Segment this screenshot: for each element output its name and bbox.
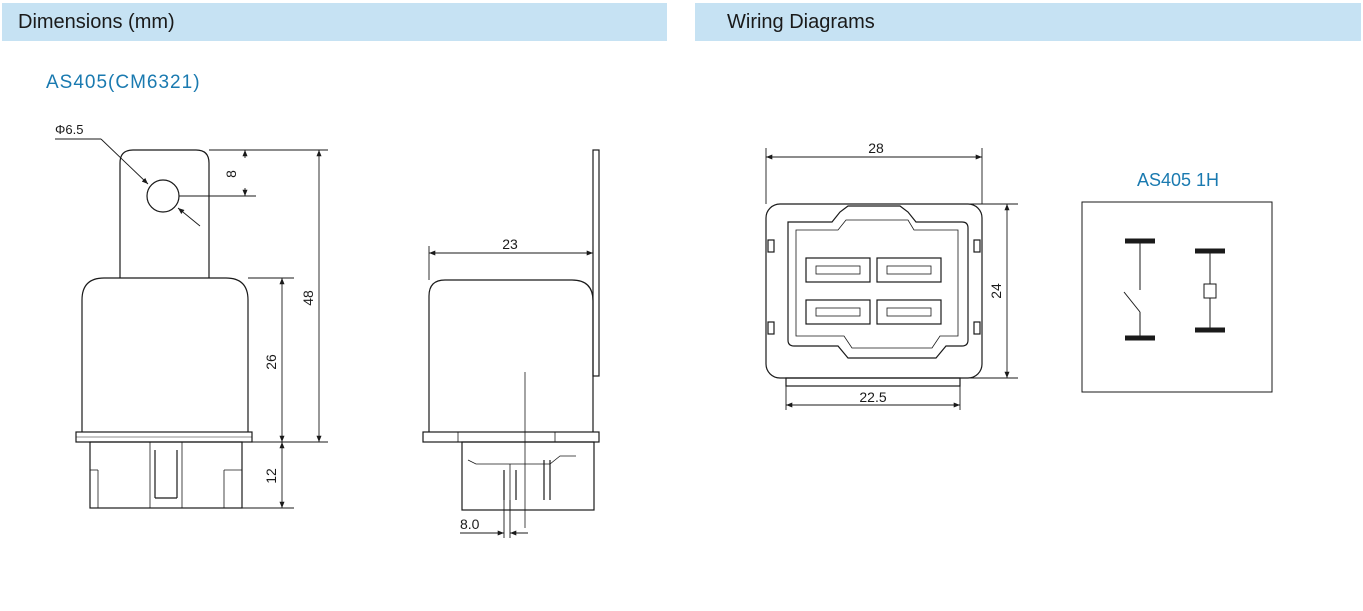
overall-height-label: 48 <box>300 290 316 306</box>
height-label: 24 <box>988 283 1004 299</box>
inner-width-label: 22.5 <box>859 389 886 405</box>
body-height-label: 26 <box>263 354 279 370</box>
side-dimensions <box>428 246 594 538</box>
schematic-title: AS405 1H <box>1137 170 1219 190</box>
side-depth-label: 23 <box>502 236 518 252</box>
wiring-diagrams-header: Wiring Diagrams <box>695 3 1361 41</box>
outer-width-label: 28 <box>868 140 884 156</box>
side-view <box>422 149 600 528</box>
connector-dimensions <box>765 148 1018 410</box>
schematic-box <box>1081 201 1273 393</box>
hole-diameter-label: Φ6.5 <box>55 122 83 137</box>
connector-view <box>765 203 983 387</box>
front-view <box>75 149 253 509</box>
dimensions-header: Dimensions (mm) <box>2 3 667 41</box>
model-title: AS405(CM6321) <box>46 72 201 93</box>
tab-top-label: 8 <box>223 170 239 178</box>
pin-height-label: 12 <box>263 468 279 484</box>
front-dimensions <box>55 138 328 509</box>
pin-spacing-label: 8.0 <box>460 516 480 532</box>
